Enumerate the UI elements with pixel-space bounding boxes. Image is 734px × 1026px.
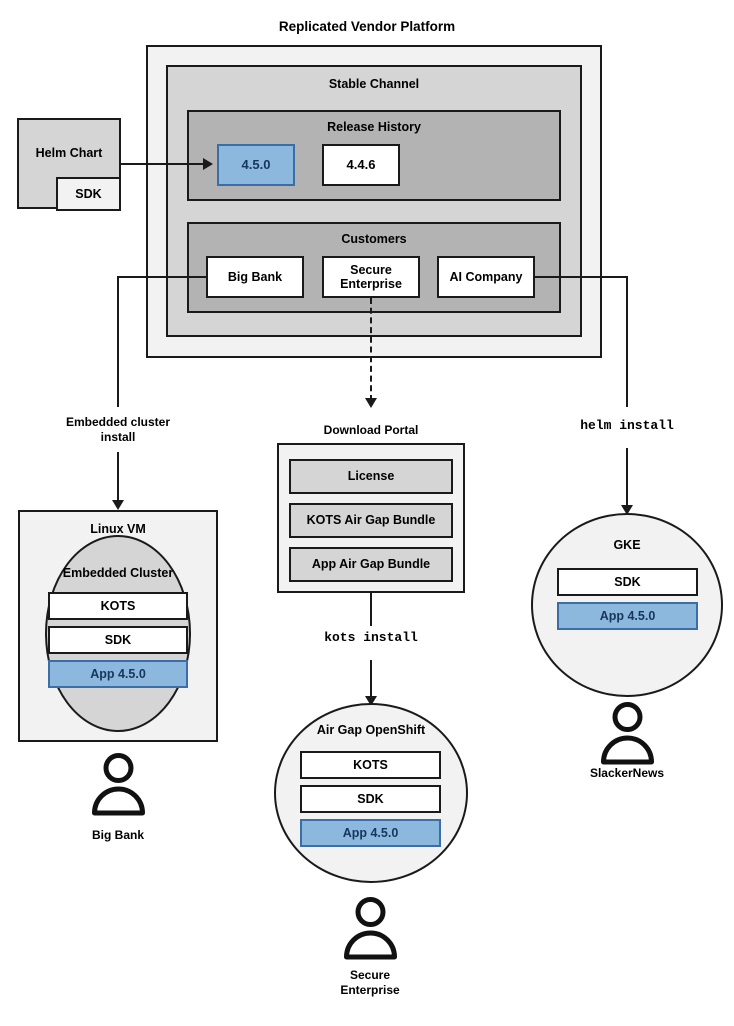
artifact-label: KOTS Air Gap Bundle [306, 513, 436, 528]
embedded-cluster-label: Embedded Cluster [62, 566, 174, 580]
release-history-label: Release History [327, 120, 421, 134]
customers-label: Customers [341, 232, 407, 246]
customer-secure-enterprise[interactable]: Secure Enterprise [322, 256, 420, 298]
arrow-down-icon [112, 500, 124, 510]
connector-helm-to-release [121, 163, 206, 165]
customer-label: Secure Enterprise [340, 262, 402, 291]
linux-vm-component-kots[interactable]: KOTS [48, 592, 188, 620]
connector-portal-down-2 [370, 660, 372, 700]
artifact-label: App Air Gap Bundle [311, 557, 431, 572]
linux-vm-user-label: Big Bank [91, 828, 144, 842]
customer-ai-company[interactable]: AI Company [437, 256, 535, 298]
connector-aicompany-vertical [626, 276, 628, 407]
artifact-label: License [347, 469, 395, 484]
connector-aicompany-vertical-2 [626, 448, 628, 510]
release-version-label: 4.4.6 [346, 156, 376, 172]
person-icon [342, 897, 399, 960]
component-label: SDK [357, 791, 384, 806]
person-icon [599, 702, 656, 765]
openshift-component-sdk[interactable]: SDK [300, 785, 441, 813]
arrow-right-icon [203, 158, 213, 170]
embedded-cluster-install-label: Embedded cluster install [65, 415, 171, 444]
connector-aicompany-horizontal [533, 276, 628, 278]
component-label: App 4.5.0 [342, 825, 399, 840]
helm-install-label: helm install [580, 418, 674, 433]
sdk-label: SDK [75, 186, 102, 201]
release-4-4-6[interactable]: 4.4.6 [322, 144, 400, 186]
linux-vm-component-sdk[interactable]: SDK [48, 626, 188, 654]
kots-install-label: kots install [324, 630, 418, 645]
openshift-component-app[interactable]: App 4.5.0 [300, 819, 441, 847]
component-label: App 4.5.0 [599, 608, 656, 623]
download-portal-artifact-license[interactable]: License [289, 459, 453, 494]
component-label: SDK [614, 574, 641, 589]
download-portal-artifact-app-airgap[interactable]: App Air Gap Bundle [289, 547, 453, 582]
gke-component-sdk[interactable]: SDK [557, 568, 698, 596]
download-portal-label: Download Portal [323, 423, 419, 437]
openshift-component-kots[interactable]: KOTS [300, 751, 441, 779]
customer-big-bank[interactable]: Big Bank [206, 256, 304, 298]
linux-vm-component-app[interactable]: App 4.5.0 [48, 660, 188, 688]
person-icon [90, 753, 147, 816]
connector-bigbank-vertical [117, 276, 119, 407]
arrow-down-icon [365, 696, 377, 706]
helm-chart-label: Helm Chart [35, 146, 103, 161]
helm-chart-sdk-box[interactable]: SDK [56, 177, 121, 211]
release-4-5-0[interactable]: 4.5.0 [217, 144, 295, 186]
arrow-down-icon [621, 505, 633, 515]
openshift-user-label: Secure Enterprise [340, 968, 400, 997]
connector-bigbank-vertical-2 [117, 452, 119, 504]
component-label: App 4.5.0 [90, 666, 146, 681]
connector-portal-down-1 [370, 593, 372, 626]
gke-component-app[interactable]: App 4.5.0 [557, 602, 698, 630]
connector-secure-enterprise-dashed [370, 298, 372, 401]
gke-label: GKE [613, 538, 641, 552]
customer-label: AI Company [449, 269, 523, 284]
customer-label: Big Bank [227, 269, 283, 284]
release-version-label: 4.5.0 [241, 156, 271, 172]
linux-vm-label: Linux VM [90, 522, 146, 536]
download-portal-artifact-kots-airgap[interactable]: KOTS Air Gap Bundle [289, 503, 453, 538]
component-label: KOTS [100, 598, 136, 613]
connector-bigbank-horizontal [117, 276, 208, 278]
arrow-down-icon [365, 398, 377, 408]
air-gap-openshift-label: Air Gap OpenShift [316, 723, 426, 737]
component-label: SDK [104, 632, 132, 647]
component-label: KOTS [353, 757, 388, 772]
stable-channel-label: Stable Channel [328, 77, 420, 91]
gke-user-label: SlackerNews [589, 766, 665, 780]
page-title: Replicated Vendor Platform [278, 19, 456, 34]
